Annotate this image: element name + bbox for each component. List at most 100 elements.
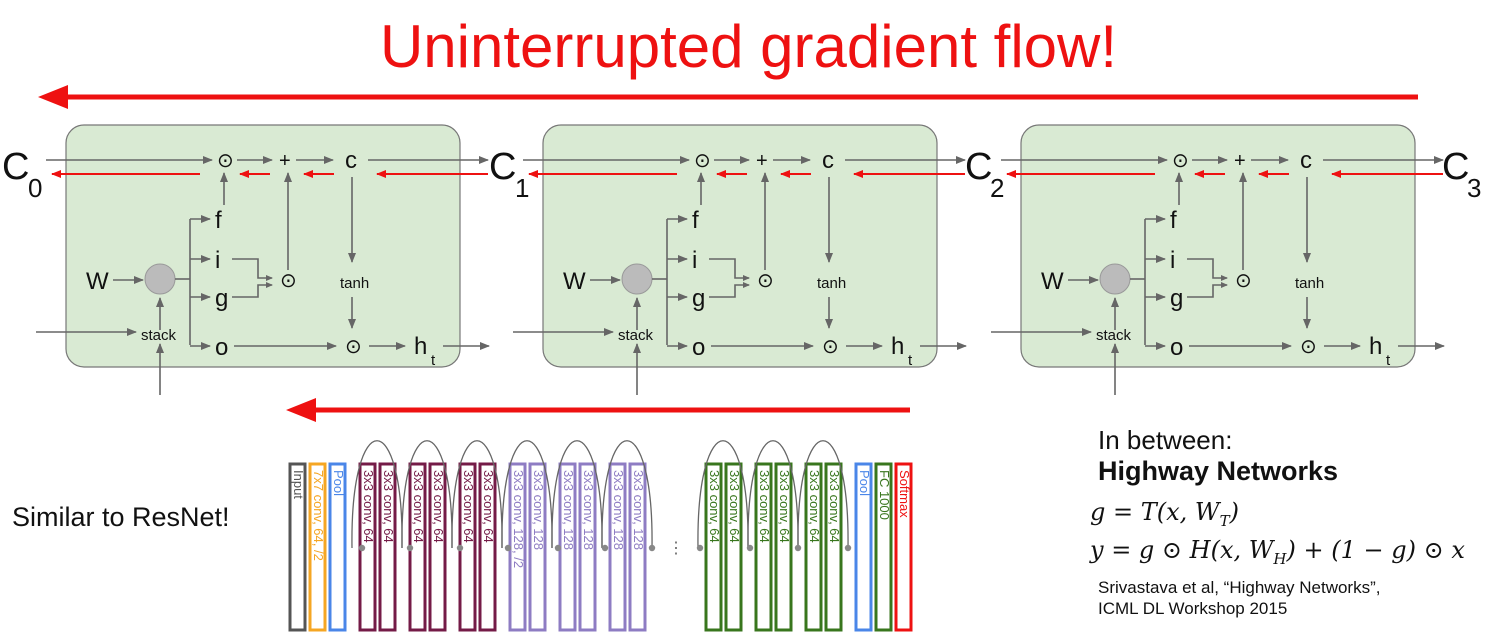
resnet-junction-dot	[504, 544, 512, 552]
resnet-layer-24: Softmax	[894, 462, 913, 632]
resnet-layer-21: 3x3 conv, 64	[824, 462, 843, 632]
gradient-flow-arrow-resnet	[286, 398, 910, 422]
resnet-layer-label: 3x3 conv, 128	[561, 470, 576, 550]
resnet-junction-dot	[358, 544, 366, 552]
lstm-chain: ⊙+cWstackfigo⊙tanh⊙ht⊙+cWstackfigo⊙tanh⊙…	[2, 124, 1481, 395]
resnet-layer-18: 3x3 conv, 64	[754, 462, 773, 632]
cell-state-subscript-1: 1	[515, 173, 529, 203]
resnet-layer-box	[528, 462, 547, 632]
tanh-label: tanh	[817, 275, 846, 292]
gradient-flow-arrow-top	[38, 85, 1418, 109]
resnet-layer-23: FC 1000	[874, 462, 893, 632]
stack-node	[621, 263, 653, 295]
resnet-layer-box	[628, 462, 647, 632]
cell-c-label: c	[345, 147, 357, 174]
resnet-layer-11: 3x3 conv, 128	[528, 462, 547, 632]
resnet-layer-box	[478, 462, 497, 632]
resnet-layer-box	[824, 462, 843, 632]
resnet-layer-label: 3x3 conv, 128, /2	[511, 470, 526, 568]
lstm-cell-box	[542, 124, 938, 368]
resnet-layer-box	[608, 462, 627, 632]
resnet-layer-label: 3x3 conv, 64	[777, 470, 792, 543]
add-symbol: +	[756, 150, 768, 172]
resnet-layer-label: FC 1000	[877, 470, 892, 520]
resnet-layer-label: 3x3 conv, 64	[381, 470, 396, 543]
resnet-layer-box	[328, 462, 347, 632]
resnet-layer-2: 7x7 conv, 64, /2	[308, 462, 327, 632]
resnet-layer-box	[724, 462, 743, 632]
resnet-layer-label: 3x3 conv, 64	[361, 470, 376, 543]
forget-multiply-symbol: ⊙	[694, 150, 711, 172]
highway-equation-gate: g = T(x, WT)	[1090, 498, 1239, 530]
highway-intro: In between:	[1098, 425, 1233, 455]
resnet-note: Similar to ResNet!	[12, 502, 230, 532]
forget-gate-label: f	[692, 207, 699, 234]
resnet-layer-label: 3x3 conv, 64	[707, 470, 722, 543]
hidden-h-label: h	[1369, 333, 1382, 360]
resnet-layer-label: 3x3 conv, 64	[807, 470, 822, 543]
highway-equation-output: y = g ⊙ H(x, WH) + (1 − g) ⊙ x	[1090, 536, 1465, 568]
resnet-layer-box	[804, 462, 823, 632]
resnet-layer-label: 3x3 conv, 64	[757, 470, 772, 543]
resnet-junction-dot	[456, 544, 464, 552]
lstm-cell-box	[1020, 124, 1416, 368]
cell-c-label: c	[822, 147, 834, 174]
gate-gate-label: g	[1170, 285, 1183, 312]
cell-c-label: c	[1300, 147, 1312, 174]
resnet-layer-4: 3x3 conv, 64	[358, 462, 377, 632]
resnet-layer-label: 3x3 conv, 64	[411, 470, 426, 543]
input-multiply-symbol: ⊙	[1235, 270, 1252, 292]
cell-state-subscript-2: 2	[990, 173, 1004, 203]
resnet-layer-box	[874, 462, 893, 632]
resnet-layer-box	[754, 462, 773, 632]
resnet-layer-3: Pool	[328, 462, 347, 632]
resnet-layer-box	[894, 462, 913, 632]
slide-title: Uninterrupted gradient flow!	[379, 13, 1118, 80]
resnet-layer-17: 3x3 conv, 64	[724, 462, 743, 632]
resnet-layer-label: 3x3 conv, 64	[431, 470, 446, 543]
resnet-layer-7: 3x3 conv, 64	[428, 462, 447, 632]
input-multiply-symbol: ⊙	[757, 270, 774, 292]
highway-title: Highway Networks	[1098, 456, 1339, 486]
stack-node	[1099, 263, 1131, 295]
resnet-junction-dot	[844, 544, 852, 552]
resnet-layer-22: Pool	[854, 462, 873, 632]
resnet-layer-label: Input	[291, 470, 306, 499]
resnet-junction-dot	[696, 544, 704, 552]
add-symbol: +	[279, 150, 291, 172]
stack-label: stack	[1096, 327, 1132, 344]
weight-w-label: W	[1041, 268, 1064, 295]
input-gate-label: i	[1170, 247, 1175, 274]
resnet-layer-label: Pool	[331, 470, 346, 496]
resnet-layer-box	[288, 462, 307, 632]
resnet-ellipsis: ⋮	[668, 540, 684, 557]
resnet-layer-1: Input	[288, 462, 307, 632]
input-multiply-symbol: ⊙	[280, 270, 297, 292]
hidden-h-subscript: t	[431, 352, 436, 369]
gate-gate-label: g	[215, 285, 228, 312]
resnet-layer-10: 3x3 conv, 128, /2	[508, 462, 527, 632]
resnet-junction-dot	[406, 544, 414, 552]
resnet-layer-box	[308, 462, 327, 632]
hidden-h-label: h	[414, 333, 427, 360]
stack-label: stack	[141, 327, 177, 344]
output-gate-label: o	[1170, 334, 1183, 361]
resnet-layer-15: 3x3 conv, 128	[628, 462, 647, 632]
resnet-layer-label: 7x7 conv, 64, /2	[311, 470, 326, 561]
citation-line-1: Srivastava et al, “Highway Networks”,	[1098, 578, 1381, 597]
resnet-junction-dot	[794, 544, 802, 552]
cell-state-subscript-0: 0	[28, 173, 42, 203]
cell-state-subscript-3: 3	[1467, 173, 1481, 203]
output-multiply-symbol: ⊙	[1300, 336, 1317, 358]
resnet-layer-label: 3x3 conv, 64	[827, 470, 842, 543]
resnet-junction-dot	[554, 544, 562, 552]
forget-gate-label: f	[215, 207, 222, 234]
resnet-junction-dot	[601, 544, 609, 552]
cell-state-label-1: C	[489, 146, 516, 188]
resnet-layer-box	[774, 462, 793, 632]
resnet-layer-box	[854, 462, 873, 632]
